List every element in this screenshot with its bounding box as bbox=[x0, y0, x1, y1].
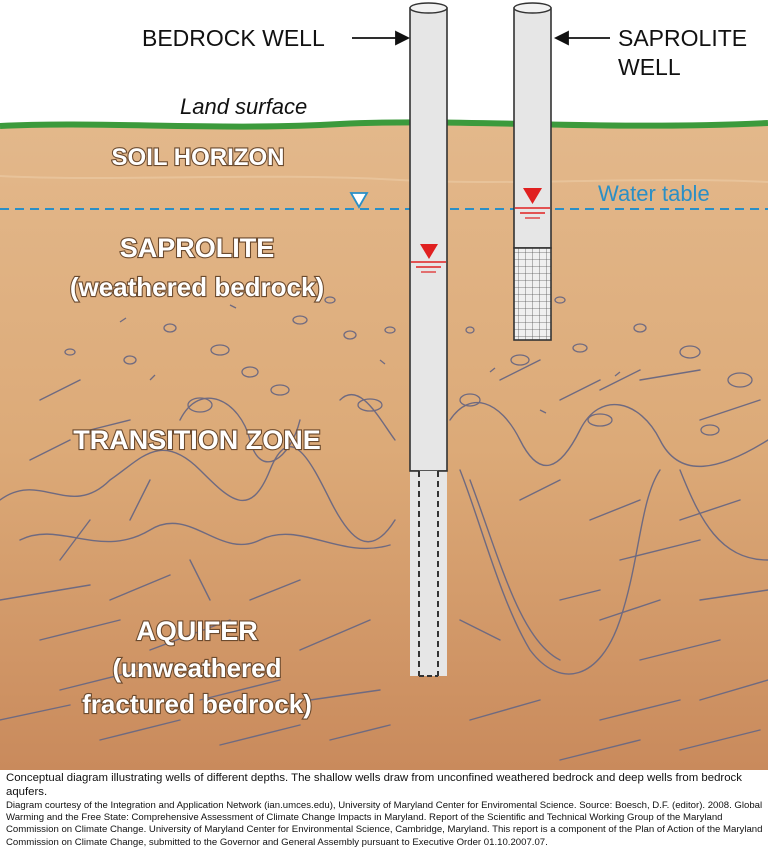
arrow-right-icon bbox=[395, 30, 411, 46]
bedrock-well-label: BEDROCK WELL bbox=[142, 25, 325, 51]
rock-fragments bbox=[64, 296, 753, 436]
bedrock-well-water-level-icon bbox=[420, 244, 438, 259]
water-table-marker-icon bbox=[349, 192, 369, 209]
saprolite-label-line1: SAPROLITE bbox=[120, 233, 275, 263]
transition-zone-label: TRANSITION ZONE bbox=[73, 425, 321, 455]
land-surface-label: Land surface bbox=[180, 94, 307, 119]
saprolite-well-water-level-icon bbox=[523, 188, 542, 204]
water-table-label: Water table bbox=[598, 181, 710, 206]
aquifer-label-line3: fractured bedrock) bbox=[82, 689, 312, 719]
grass-line bbox=[0, 119, 768, 130]
soil-horizon-label: SOIL HORIZON bbox=[112, 144, 285, 171]
soil-horizon-boundary bbox=[0, 175, 768, 183]
saprolite-well-label-line1: SAPROLITE bbox=[618, 25, 747, 51]
bedrock-well bbox=[409, 2, 448, 677]
arrow-left-icon bbox=[553, 30, 569, 46]
saprolite-well bbox=[513, 2, 552, 341]
saprolite-label-line2: (weathered bedrock) bbox=[70, 272, 324, 302]
ground-section bbox=[0, 124, 768, 770]
bedrock-cracks bbox=[0, 359, 768, 761]
saprolite-well-label-line2: WELL bbox=[618, 54, 681, 80]
caption-description: Conceptual diagram illustrating wells of… bbox=[6, 772, 742, 798]
aquifer-label-line2: (unweathered bbox=[112, 653, 281, 683]
aquifer-label-line1: AQUIFER bbox=[136, 616, 258, 646]
caption-credit: Diagram courtesy of the Integration and … bbox=[6, 800, 763, 848]
caption: Conceptual diagram illustrating wells of… bbox=[6, 771, 764, 849]
well-diagram: BEDROCK WELL SAPROLITE WELL Land surface… bbox=[0, 2, 768, 770]
pointer-arrows bbox=[352, 30, 610, 46]
